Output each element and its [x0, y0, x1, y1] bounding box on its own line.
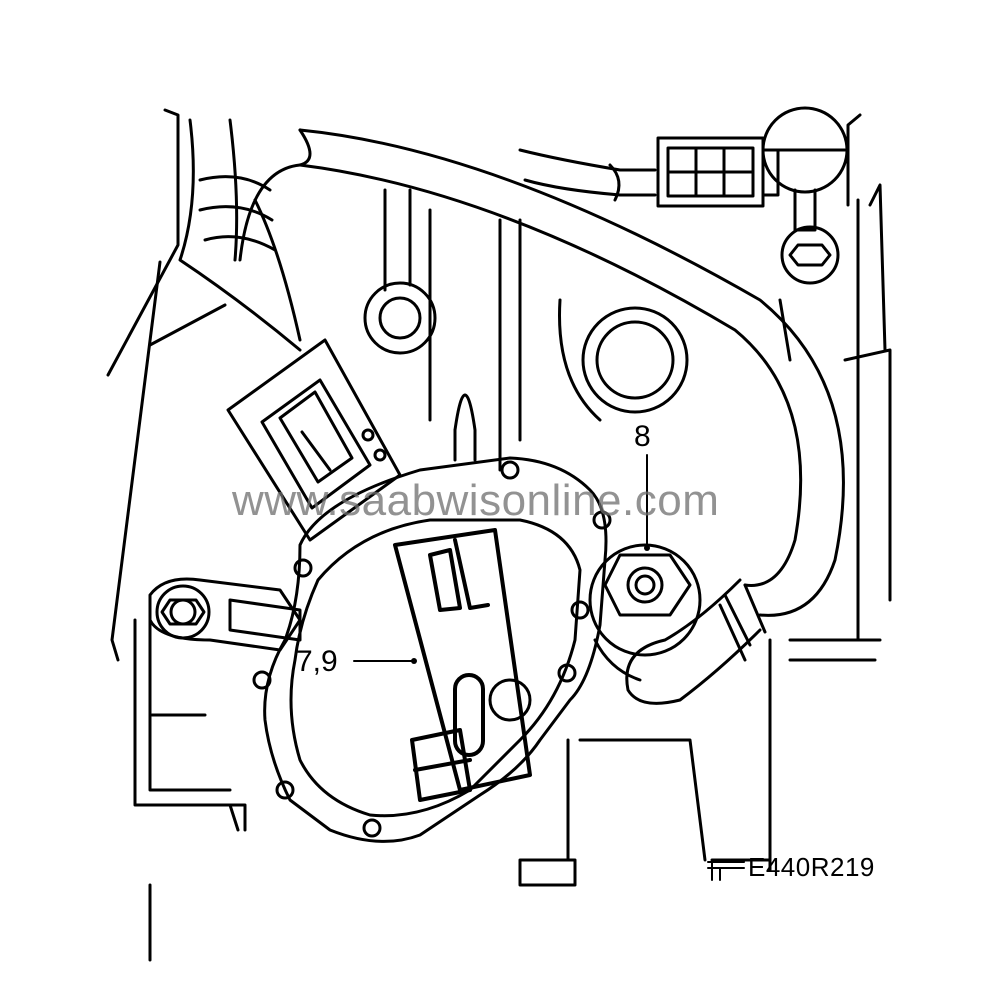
- callout-dot-8: [644, 545, 650, 551]
- figure-code: E440R219: [748, 852, 875, 882]
- callout-label-7-9: 7,9: [296, 645, 338, 678]
- callout-label-8: 8: [634, 420, 651, 453]
- figure-code-icon: [707, 861, 745, 881]
- hex-nut: [588, 543, 702, 682]
- housing-outline: [106, 108, 247, 962]
- selector-lever: [393, 528, 532, 802]
- watermark-text: www.saabwisonline.com: [232, 476, 720, 525]
- harness-elbow: [625, 578, 767, 705]
- callout-dot-79: [411, 658, 417, 664]
- connector-plug: [656, 106, 849, 285]
- upper-casting: [363, 188, 689, 472]
- position-switch-body: [148, 456, 612, 843]
- housing-right-outline: [518, 113, 892, 887]
- wiring-harness: [178, 118, 845, 617]
